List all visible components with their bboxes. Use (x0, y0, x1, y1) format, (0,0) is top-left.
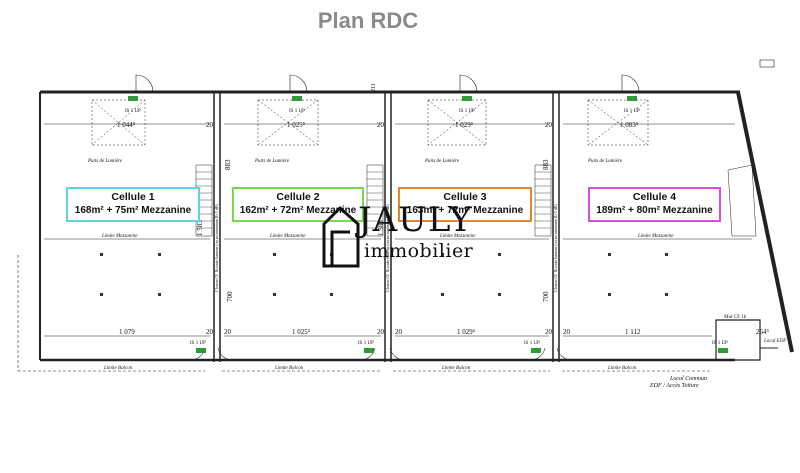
vdim-211: 211 (371, 83, 377, 92)
vdim-700-2: 700 (542, 291, 550, 302)
wall-dim-6: 20 (377, 328, 385, 336)
balcon-limit-4: Limite Balcon (607, 366, 637, 371)
bottom-dim-4: 1 112 (625, 328, 641, 336)
bottom-dim-3: 1 029⁵ (457, 328, 476, 336)
top-dim-3: 1 029⁵ (455, 121, 474, 129)
puits-label-1: Puits de Lumière (87, 159, 123, 164)
vdim-883-1: 883 (224, 159, 232, 170)
cellule-2-box: Cellule 2 162m² + 72m² Mezzanine (232, 187, 364, 222)
bottom-dim-2: 1 025⁵ (292, 328, 311, 336)
puits-label-2: Puits de Lumière (254, 159, 290, 164)
balcon-limit-2: Limite Balcon (274, 366, 304, 371)
cellule-3-name: Cellule 3 (443, 191, 487, 203)
balcon-limit-3: Limite Balcon (441, 366, 471, 371)
wall-dim-4: 20 (206, 328, 214, 336)
partition-2 (384, 92, 392, 362)
wall-dim-3: 20 (545, 121, 553, 129)
puits-label-4: Puits de Lumière (587, 159, 623, 164)
exit-label-6: IS 1 UP (358, 341, 374, 346)
top-dim-1: 1 044⁵ (117, 121, 136, 129)
vdim-700-1: 700 (226, 291, 234, 302)
partition-3 (552, 92, 560, 362)
mezz-limit-4: Limite Mezzanine (637, 234, 674, 239)
exit-label-8: IS 1 UP (712, 341, 728, 346)
mezz-limit-1: Limite Mezzanine (101, 234, 138, 239)
mur-cf-label: Mur CF 1h (724, 315, 747, 320)
cellule-3-box: Cellule 3 163m² + 72m² Mezzanine (398, 187, 532, 222)
vdim-883-2: 883 (542, 159, 550, 170)
balcon-limit-1: Limite Balcon (103, 366, 133, 371)
wall-dim-7: 20 (395, 328, 403, 336)
mezz-limit-3: Limite Mezzanine (439, 234, 476, 239)
slanted-wall (736, 91, 794, 353)
cellule-2-area: 162m² + 72m² Mezzanine (239, 205, 357, 216)
cellule-1-box: Cellule 1 168m² + 75m² Mezzanine (66, 187, 200, 222)
exit-label-3: IS 1 UP (459, 109, 475, 114)
wall-dim-5: 20 (224, 328, 232, 336)
edf-acces-label: EDF / Accès Toiture (649, 383, 699, 389)
cellule-1-area: 168m² + 75m² Mezzanine (74, 205, 192, 216)
exit-label-7: IS 1 UP (524, 341, 540, 346)
top-dim-2: 1 025⁵ (287, 121, 306, 129)
exit-label-4: IS 1 UP (624, 109, 640, 114)
local-edf-label: Local EDF (763, 339, 787, 344)
cloison-label-3: Cloison CF 1h toute hauteur (ou au minim… (553, 203, 558, 292)
jauly-logo: JAULY immobilier (322, 200, 482, 270)
top-dim-4: 1 083⁵ (620, 121, 639, 129)
local-commun-label: Local Commun (669, 376, 707, 382)
wall-dim-8: 20 (545, 328, 553, 336)
cellule-4-box: Cellule 4 189m² + 80m² Mezzanine (588, 187, 721, 222)
logo-subtitle: immobilier (364, 240, 474, 262)
partition-1 (213, 92, 221, 362)
wall-dim-1: 20 (206, 121, 214, 129)
mezz-limit-2: Limite Mezzanine (269, 234, 306, 239)
house-icon (322, 205, 360, 268)
bottom-dim-1: 1 079 (119, 328, 135, 336)
cloison-label-1: Cloison CF 1h toute hauteur (ou au minim… (214, 203, 219, 292)
logo-word: JAULY (358, 200, 473, 240)
cellule-3-area: 163m² + 72m² Mezzanine (406, 205, 524, 216)
cellule-4-name: Cellule 4 (632, 191, 677, 203)
page-title: Plan RDC (317, 8, 419, 33)
vdim-1583-2: 1 583 (377, 220, 385, 236)
wall-dim-9: 20 (563, 328, 571, 336)
vdim-1583-1: 1 583 (196, 220, 204, 236)
cellule-4-area: 189m² + 80m² Mezzanine (596, 205, 713, 216)
exit-label-1: IS 1 UP (125, 109, 141, 114)
wall-dim-2: 20 (377, 121, 385, 129)
puits-label-3: Puits de Lumière (424, 159, 460, 164)
cellule-1-name: Cellule 1 (111, 191, 155, 203)
cloison-label-2: Cloison CF 1h toute hauteur (ou au minim… (385, 203, 390, 292)
cellule-2-name: Cellule 2 (276, 191, 320, 203)
exit-label-5: IS 1 UP (190, 341, 206, 346)
exit-label-2: IS 1 UP (289, 109, 305, 114)
local-dim: 264⁵ (756, 328, 770, 336)
